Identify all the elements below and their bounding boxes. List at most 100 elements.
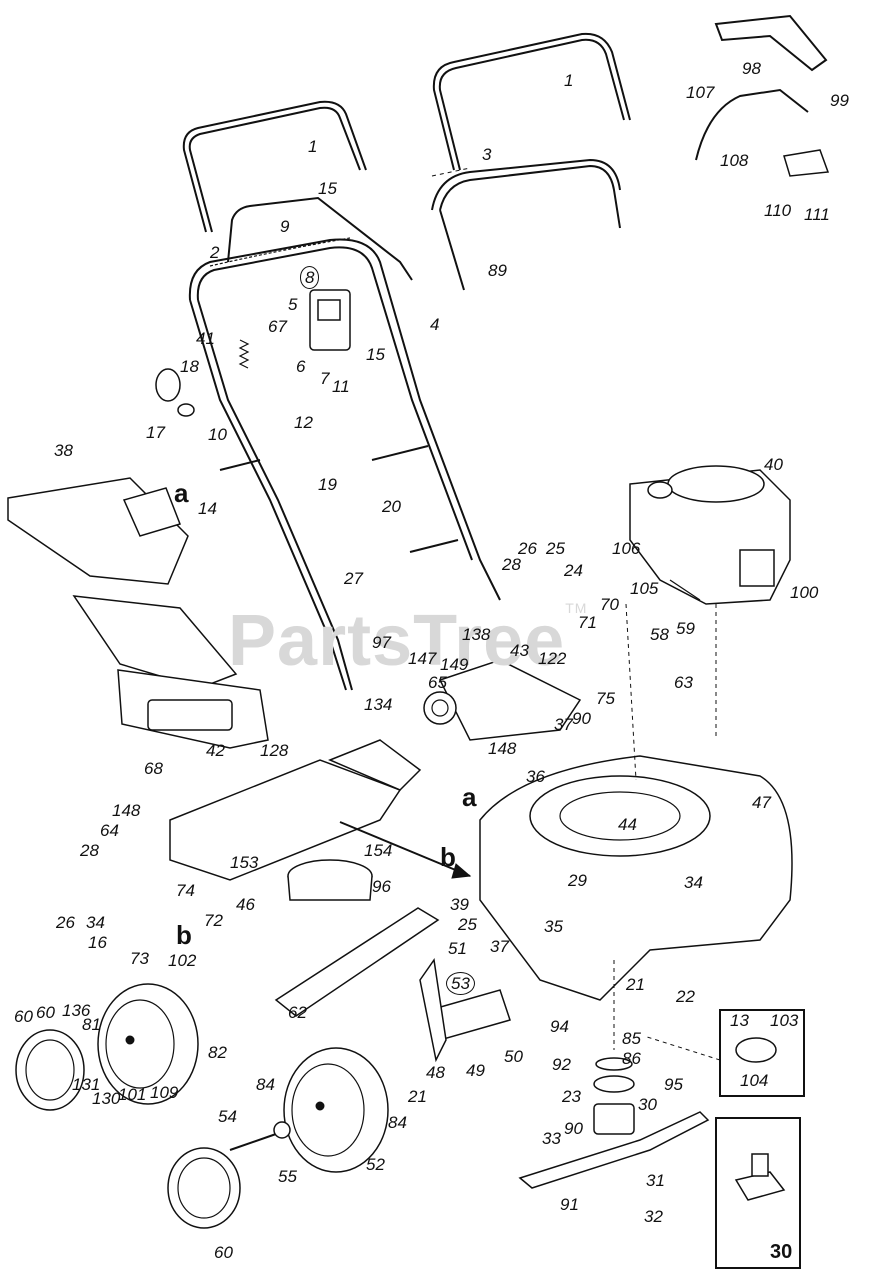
callout-55: 55 [278,1167,297,1186]
callout-44: 44 [618,815,637,834]
callout-23: 23 [562,1087,581,1106]
callout-1: 1 [308,137,318,156]
lower-handle-right [431,158,621,291]
callout-26: 26 [56,913,75,932]
assembly-guide-lines [613,603,721,1061]
callout-9: 9 [280,217,290,236]
callout-49: 49 [466,1061,485,1080]
upper-handle-right [432,32,631,171]
callout-2: 2 [210,243,220,262]
callout-99: 99 [830,91,849,110]
letter-b: b [176,920,192,950]
callout-5: 5 [288,295,298,314]
callout-32: 32 [644,1207,663,1226]
callout-11: 11 [332,377,350,396]
wheel-52 [283,1047,389,1173]
callout-18: 18 [180,357,199,376]
bolt-14 [219,459,261,471]
callout-50: 50 [504,1047,523,1066]
callout-109: 109 [150,1083,179,1102]
callout-16: 16 [88,933,107,952]
letter-a: a [462,782,477,812]
callout-108: 108 [720,151,749,170]
callout-131: 131 [72,1075,101,1094]
callout-73: 73 [130,949,149,968]
callout-82: 82 [208,1043,227,1062]
hubcap-60-left [15,1029,85,1111]
callout-4: 4 [430,315,440,334]
callout-111: 111 [804,205,830,224]
callout-90: 90 [572,709,591,728]
callout-72: 72 [204,911,223,930]
callout-60: 60 [214,1243,233,1262]
callout-60: 60 [14,1007,33,1026]
callout-36: 36 [526,767,545,786]
callout-63: 63 [674,673,693,692]
callout-128: 128 [260,741,289,760]
callout-1: 1 [564,71,574,90]
callout-62: 62 [288,1003,307,1022]
callout-25: 25 [546,539,565,558]
blade-62 [274,907,440,1017]
callout-107: 107 [686,83,715,102]
callout-94: 94 [550,1017,569,1036]
arrow-b [339,821,472,879]
callout-54: 54 [218,1107,237,1126]
axle-bolt-54 [229,1121,291,1151]
handle-bracket-9 [227,196,413,281]
callout-19: 19 [318,475,337,494]
callout-42: 42 [206,741,225,760]
watermark: PartsTreeTM [228,600,588,681]
callout-20: 20 [382,497,401,516]
callout-34: 34 [86,913,105,932]
callout-86: 86 [622,1049,641,1068]
callout-154: 154 [364,841,393,860]
callout-104: 104 [740,1071,769,1090]
height-adjuster-138 [423,659,582,741]
callout-17: 17 [146,423,165,442]
callout-33: 33 [542,1129,561,1148]
callout-75: 75 [596,689,615,708]
callout-90: 90 [564,1119,583,1138]
grass-bag-38 [7,477,189,585]
callout-122: 122 [538,649,567,668]
cable-guide-20 [371,445,459,553]
letter-b: b [440,842,456,872]
callout-91: 91 [560,1195,579,1214]
callout-48: 48 [426,1063,445,1082]
callout-28: 28 [80,841,99,860]
deck-47 [479,755,793,1001]
callout-21: 21 [626,975,645,994]
upper-handle-left [182,100,367,233]
callout-149: 149 [440,655,469,674]
deflector-96 [287,859,373,901]
callout-102: 102 [168,951,197,970]
insert-box-flywheel [719,1009,805,1097]
grass-bag-frame [72,595,269,749]
callout-58: 58 [650,625,669,644]
callout-136: 136 [62,1001,91,1020]
insert-box-adapter [715,1117,801,1269]
callout-95: 95 [664,1075,683,1094]
callout-130: 130 [92,1089,121,1108]
callout-59: 59 [676,619,695,638]
callout-6: 6 [296,357,306,376]
mulch-bracket-50 [419,958,511,1063]
callout-71: 71 [578,613,597,632]
callout-8: 8 [300,266,320,289]
callout-12: 12 [294,413,313,432]
callout-3: 3 [482,145,492,164]
callout-37: 37 [490,937,509,956]
callout-97: 97 [372,633,391,652]
callout-105: 105 [630,579,659,598]
callout-15: 15 [318,179,337,198]
callout-46: 46 [236,895,255,914]
callout-25: 25 [458,915,477,934]
callout-41: 41 [196,329,215,348]
callout-37: 37 [554,715,573,734]
callout-84: 84 [256,1075,275,1094]
hubcap-60-front [167,1147,241,1229]
callout-30: 30 [770,1241,793,1263]
callout-53: 53 [446,972,475,995]
callout-39: 39 [450,895,469,914]
